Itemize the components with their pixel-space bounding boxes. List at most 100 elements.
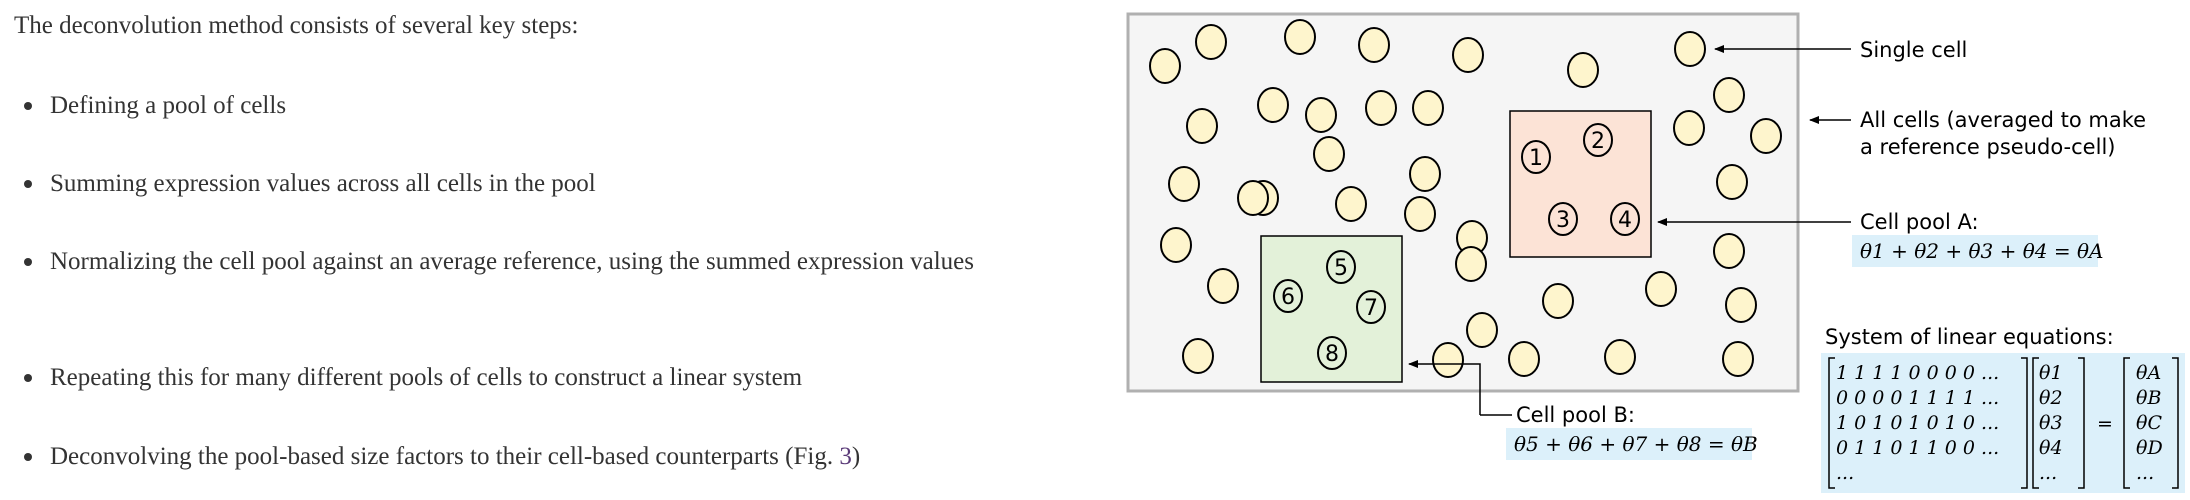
single-cell-icon: [1365, 90, 1397, 126]
single-cell-icon: [1160, 227, 1192, 263]
result-entry: θC: [2136, 412, 2162, 434]
pool-b-cell: 8: [1317, 336, 1347, 370]
list-item: Defining a pool of cells: [24, 86, 1090, 125]
pool-a-label: Cell pool A:: [1860, 210, 1979, 234]
single-cell-icon: [1335, 186, 1367, 222]
step-text: Normalizing the cell pool against an ave…: [50, 248, 974, 275]
cell-pool-b-box: [1260, 235, 1403, 383]
list-item: Summing expression values across all cel…: [24, 164, 1090, 203]
pool-b-cell-label: 7: [1364, 296, 1378, 321]
step-text-close: ): [851, 443, 861, 470]
list-item: Repeating this for many different pools …: [24, 358, 1090, 397]
single-cell-icon: [1466, 312, 1498, 348]
single-cell-icon: [1404, 196, 1436, 232]
equals-sign: =: [2097, 413, 2113, 435]
text-column: The deconvolution method consists of sev…: [14, 0, 1104, 500]
single-cell-icon: [1409, 156, 1441, 192]
matrix-row: 1 1 1 1 0 0 0 0 ...: [1836, 362, 1999, 384]
pool-a-cell: 4: [1610, 202, 1640, 236]
pool-a-cell-label: 3: [1556, 208, 1570, 233]
pool-a-cell-label: 2: [1591, 129, 1605, 154]
single-cell-icon: [1713, 77, 1745, 113]
all-cells-label-line2: a reference pseudo-cell): [1860, 135, 2115, 159]
single-cell-icon: [1604, 339, 1636, 375]
background-cells: [1149, 19, 1782, 378]
single-cell-icon: [1750, 118, 1782, 154]
pool-b-cell-label: 5: [1334, 256, 1348, 281]
list-item: Deconvolving the pool-based size factors…: [24, 437, 1090, 476]
single-cell-icon: [1716, 164, 1748, 200]
single-cell-label: Single cell: [1860, 38, 1967, 62]
theta-entry: ...: [2039, 462, 2057, 484]
pool-b-equation-bg: [1506, 428, 1752, 460]
theta-entry: θ2: [2039, 387, 2063, 409]
coefficient-matrix: 1 1 1 1 0 0 0 0 ... 0 0 0 0 1 1 1 1 ... …: [1836, 362, 1999, 484]
pool-a-cell: 3: [1548, 202, 1578, 236]
bullet-icon: [24, 453, 32, 461]
single-cell-icon: [1313, 136, 1345, 172]
result-entry: ...: [2136, 462, 2154, 484]
single-cell-icon: [1257, 87, 1289, 123]
single-cell-icon: [1149, 48, 1181, 84]
pool-a-cell-label: 4: [1618, 208, 1632, 233]
single-cell-icon: [1358, 27, 1390, 63]
step-text: Summing expression values across all cel…: [50, 170, 596, 197]
step-text: Repeating this for many different pools …: [50, 364, 803, 391]
single-cell-icon: [1713, 233, 1745, 269]
pool-b-arrow: [1408, 360, 1481, 415]
single-cell-icon: [1168, 166, 1200, 202]
matrix-row: ...: [1836, 462, 1854, 484]
bullet-icon: [24, 374, 32, 382]
theta-entry: θ3: [2039, 412, 2063, 434]
single-cell-icon: [1725, 287, 1757, 323]
single-cell-icon: [1542, 283, 1574, 319]
single-cell-icon: [1722, 341, 1754, 377]
pool-a-cell: 1: [1521, 140, 1551, 174]
single-cell-icon: [1673, 110, 1705, 146]
single-cell-icon: [1284, 19, 1316, 55]
single-cell-icon: [1412, 90, 1444, 126]
deconvolution-figure: 1 2 3 4 5 6 7 8: [1118, 0, 2190, 500]
bullet-icon: [24, 102, 32, 110]
theta-entry: θ4: [2039, 437, 2063, 459]
single-cell-icon: [1207, 268, 1239, 304]
single-cell-icon: [1452, 37, 1484, 73]
bullet-icon: [24, 180, 32, 188]
all-cells-panel: [1126, 12, 1800, 393]
theta-entry: θ1: [2039, 362, 2063, 384]
result-entry: θB: [2136, 387, 2161, 409]
single-cell-icon: [1645, 271, 1677, 307]
pool-b-label: Cell pool B:: [1516, 403, 1635, 427]
pool-a-equation: θ1 + θ2 + θ3 + θ4 = θA: [1860, 239, 2103, 263]
pool-a-cell-label: 1: [1529, 146, 1543, 171]
result-entry: θD: [2136, 437, 2163, 459]
figure-reference-link[interactable]: 3: [839, 443, 852, 470]
theta-vector: θ1 θ2 θ3 θ4 ...: [2039, 362, 2063, 484]
single-cell-icon: [1567, 52, 1599, 88]
pool-b-cell: 7: [1356, 290, 1386, 324]
single-cell-icon: [1674, 31, 1706, 67]
single-cell-icon: [1305, 97, 1337, 133]
step-text: Deconvolving the pool-based size factors…: [50, 443, 840, 470]
single-cell-icon: [1432, 342, 1464, 378]
all-cells-label-line1: All cells (averaged to make: [1860, 108, 2146, 132]
result-entry: θA: [2136, 362, 2161, 384]
figure-svg: 1 2 3 4 5 6 7 8: [1126, 12, 2185, 493]
single-cell-icon: [1455, 246, 1487, 282]
bullet-icon: [24, 258, 32, 266]
list-item: Normalizing the cell pool against an ave…: [24, 242, 1090, 281]
pool-b-cell: 6: [1273, 279, 1303, 313]
pool-b-cell: 5: [1326, 250, 1356, 284]
matrix-row: 0 1 1 0 1 1 0 0 ...: [1836, 437, 1999, 459]
cell-pool-a-box: [1509, 110, 1652, 258]
pool-b-equation: θ5 + θ6 + θ7 + θ8 = θB: [1514, 432, 1758, 456]
pool-b-cell-label: 6: [1281, 285, 1295, 310]
single-cell-icon: [1237, 180, 1269, 216]
system-label: System of linear equations:: [1825, 325, 2114, 349]
matrix-row: 1 0 1 0 1 0 1 0 ...: [1836, 412, 1999, 434]
single-cell-icon: [1508, 341, 1540, 377]
single-cell-icon: [1195, 24, 1227, 60]
intro-paragraph: The deconvolution method consists of sev…: [14, 12, 579, 39]
pool-a-equation-bg: [1852, 235, 2098, 267]
result-vector: θA θB θC θD ...: [2136, 362, 2163, 484]
